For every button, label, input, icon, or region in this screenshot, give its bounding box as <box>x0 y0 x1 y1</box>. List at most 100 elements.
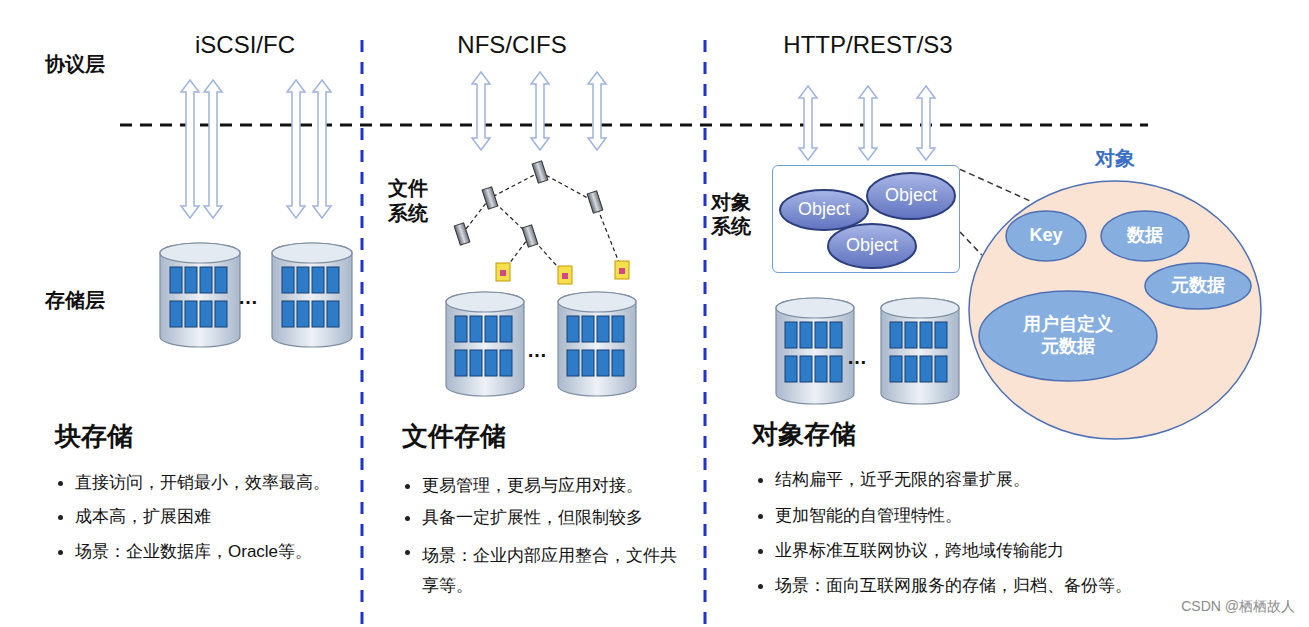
heading-text: 文件存储 <box>402 420 506 453</box>
disk-unit <box>185 301 197 327</box>
disk-unit <box>297 267 309 293</box>
file-icon <box>558 266 572 284</box>
disk-unit <box>830 356 842 382</box>
bullet-text: 具备一定扩展性，但限制较多 <box>422 507 643 528</box>
double-arrow <box>204 80 222 218</box>
disk-unit <box>905 356 917 382</box>
bullet-text: 业界标准互联网协议，跨地域传输能力 <box>775 540 1064 561</box>
double-arrow <box>588 72 606 150</box>
disk-unit <box>612 350 624 376</box>
node-text: 用户自定义 元数据 <box>1013 314 1123 357</box>
node-heading: 对象 <box>968 146 1262 170</box>
server-icon <box>587 191 603 213</box>
ellipse-outline <box>1006 211 1086 261</box>
tree-link <box>490 172 540 198</box>
storage-cylinder <box>558 292 636 396</box>
disk-unit <box>582 350 594 376</box>
object-system-box: ObjectObjectObject对象 系统 <box>772 165 960 273</box>
tree-link <box>540 172 595 202</box>
disk-unit <box>170 267 182 293</box>
server-icon <box>522 225 538 247</box>
ellipse-outline <box>780 190 868 230</box>
server-icon <box>454 223 470 245</box>
column-divider <box>704 40 707 627</box>
disk-unit <box>282 301 294 327</box>
disk-unit <box>920 322 932 348</box>
bullet-text: 场景：面向互联网服务的存储，归档、备份等。 <box>775 575 1132 596</box>
label-text: … <box>238 285 258 310</box>
ellipse-outline <box>867 173 955 219</box>
node-heading: 对象 系统 <box>711 190 755 238</box>
cylinder-top <box>776 298 854 318</box>
disk-unit <box>597 350 609 376</box>
double-arrow <box>472 72 490 150</box>
disk-unit <box>470 316 482 342</box>
disk-unit <box>327 267 339 293</box>
disk-unit <box>215 301 227 327</box>
disk-unit <box>327 301 339 327</box>
bullet-text: 更易管理，更易与应用对接。 <box>422 475 643 496</box>
disk-unit <box>597 316 609 342</box>
bullet-text: 成本高，扩展困难 <box>75 506 211 527</box>
disk-unit <box>455 350 467 376</box>
bullet-text: 场景：企业数据库，Oracle等。 <box>75 541 312 562</box>
double-arrow <box>799 86 817 160</box>
file-icon <box>496 263 510 281</box>
node-text: 元数据 <box>1171 275 1225 297</box>
cylinder-top <box>272 243 352 263</box>
label-text: CSDN @栖栖故人 <box>1181 598 1295 616</box>
disk-unit <box>485 350 497 376</box>
file-icon <box>615 261 629 279</box>
storage-cylinder <box>446 292 524 396</box>
cylinder-top <box>446 292 524 312</box>
label-text: 存储层 <box>45 288 105 313</box>
disk-unit <box>905 322 917 348</box>
disk-unit <box>297 301 309 327</box>
disk-unit <box>890 356 902 382</box>
disk-unit <box>200 301 212 327</box>
node-text: Key <box>1029 225 1062 247</box>
node-text: Object <box>885 185 937 207</box>
disk-unit <box>312 301 324 327</box>
double-arrow <box>181 80 199 218</box>
heading-text: HTTP/REST/S3 <box>783 30 952 60</box>
disk-unit <box>935 356 947 382</box>
object-ellipse: Object <box>827 223 917 269</box>
file-mark <box>619 268 625 274</box>
disk-unit <box>815 356 827 382</box>
attribute-ellipse: 用户自定义 元数据 <box>978 290 1158 382</box>
tree-link <box>595 202 622 270</box>
heading-text: 块存储 <box>55 420 133 453</box>
node-text: Object <box>798 199 850 221</box>
file-mark <box>500 270 506 276</box>
heading-text: 对象存储 <box>752 418 856 451</box>
cylinder-top <box>881 298 959 318</box>
label-text: … <box>527 338 547 363</box>
storage-cylinder <box>881 298 959 404</box>
storage-cylinder <box>272 243 352 347</box>
disk-unit <box>485 316 497 342</box>
disk-unit <box>785 356 797 382</box>
label-text: 文件 系统 <box>388 176 432 226</box>
attribute-ellipse: Key <box>1005 210 1087 262</box>
attribute-ellipse: 数据 <box>1100 210 1190 262</box>
disk-unit <box>920 356 932 382</box>
ellipse-outline <box>979 291 1157 381</box>
disk-unit <box>800 356 812 382</box>
disk-unit <box>170 301 182 327</box>
double-arrow <box>531 72 549 150</box>
cylinder-top <box>558 292 636 312</box>
disk-unit <box>567 316 579 342</box>
attribute-ellipse: 元数据 <box>1144 262 1252 310</box>
ellipse-outline <box>1145 263 1251 309</box>
object-ellipse: Object <box>866 172 956 220</box>
bullet-text: 结构扁平，近乎无限的容量扩展。 <box>775 469 1030 490</box>
label-text: … <box>847 345 867 370</box>
dashed-connector <box>960 232 982 255</box>
disk-unit <box>455 316 467 342</box>
disk-unit <box>215 267 227 293</box>
storage-cylinder <box>776 298 854 404</box>
disk-unit <box>935 322 947 348</box>
ellipse-outline <box>969 181 1261 439</box>
disk-unit <box>612 316 624 342</box>
